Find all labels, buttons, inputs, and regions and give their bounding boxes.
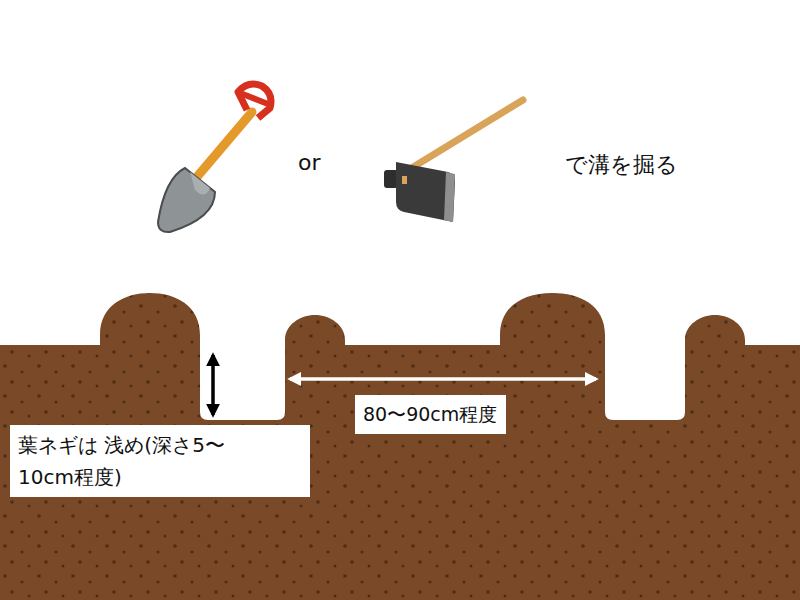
shovel-icon xyxy=(158,84,271,232)
soil xyxy=(0,293,800,600)
label-box: 80〜90cm程度 xyxy=(355,395,506,434)
note-text: 葉ネギは 浅め(深さ5〜10cm程度) xyxy=(18,429,302,493)
spacing-arrow xyxy=(290,377,596,381)
caption-text: or xyxy=(298,150,321,175)
caption-text: で溝を掘る xyxy=(565,150,678,180)
depth-arrow xyxy=(211,355,215,415)
label-box: 葉ネギは 浅め(深さ5〜10cm程度) xyxy=(10,425,310,497)
note-text: 80〜90cm程度 xyxy=(363,399,498,429)
hoe-icon xyxy=(384,100,523,222)
